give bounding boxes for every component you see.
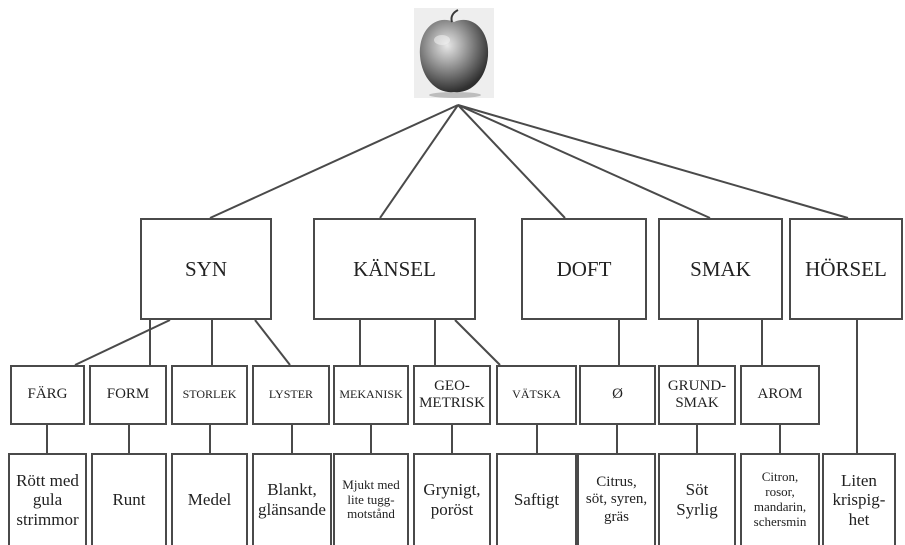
description-mekanisk: Mjukt med lite tugg- motstånd [333,453,409,545]
attribute-arom: AROM [740,365,820,425]
attribute-geometrisk: GEO- METRISK [413,365,491,425]
description-geometrisk: Grynigt, poröst [413,453,491,545]
description-doft: Citrus, söt, syren, gräs [577,453,656,545]
attribute-form: FORM [89,365,167,425]
sense-horsel: HÖRSEL [789,218,903,320]
attribute-mekanisk: MEKANISK [333,365,409,425]
attribute-storlek: STORLEK [171,365,248,425]
description-grundsmak: Söt Syrlig [658,453,736,545]
sense-doft: DOFT [521,218,647,320]
attribute-lyster: LYSTER [252,365,330,425]
sense-syn: SYN [140,218,272,320]
sense-smak: SMAK [658,218,783,320]
attribute-farg: FÄRG [10,365,85,425]
attribute-grundsmak: GRUND- SMAK [658,365,736,425]
apple-photo [414,8,494,98]
description-form: Runt [91,453,167,545]
apple-icon [419,9,489,98]
description-arom: Citron, rosor, mandarin, schersmin [740,453,820,545]
description-lyster: Blankt, glänsande [252,453,332,545]
description-farg: Rött med gula strimmor [8,453,87,545]
description-horsel: Liten krispig- het [822,453,896,545]
description-storlek: Medel [171,453,248,545]
attribute-vatska: VÄTSKA [496,365,577,425]
attribute-o: Ø [579,365,656,425]
sense-kansel: KÄNSEL [313,218,476,320]
description-vatska: Saftigt [496,453,577,545]
